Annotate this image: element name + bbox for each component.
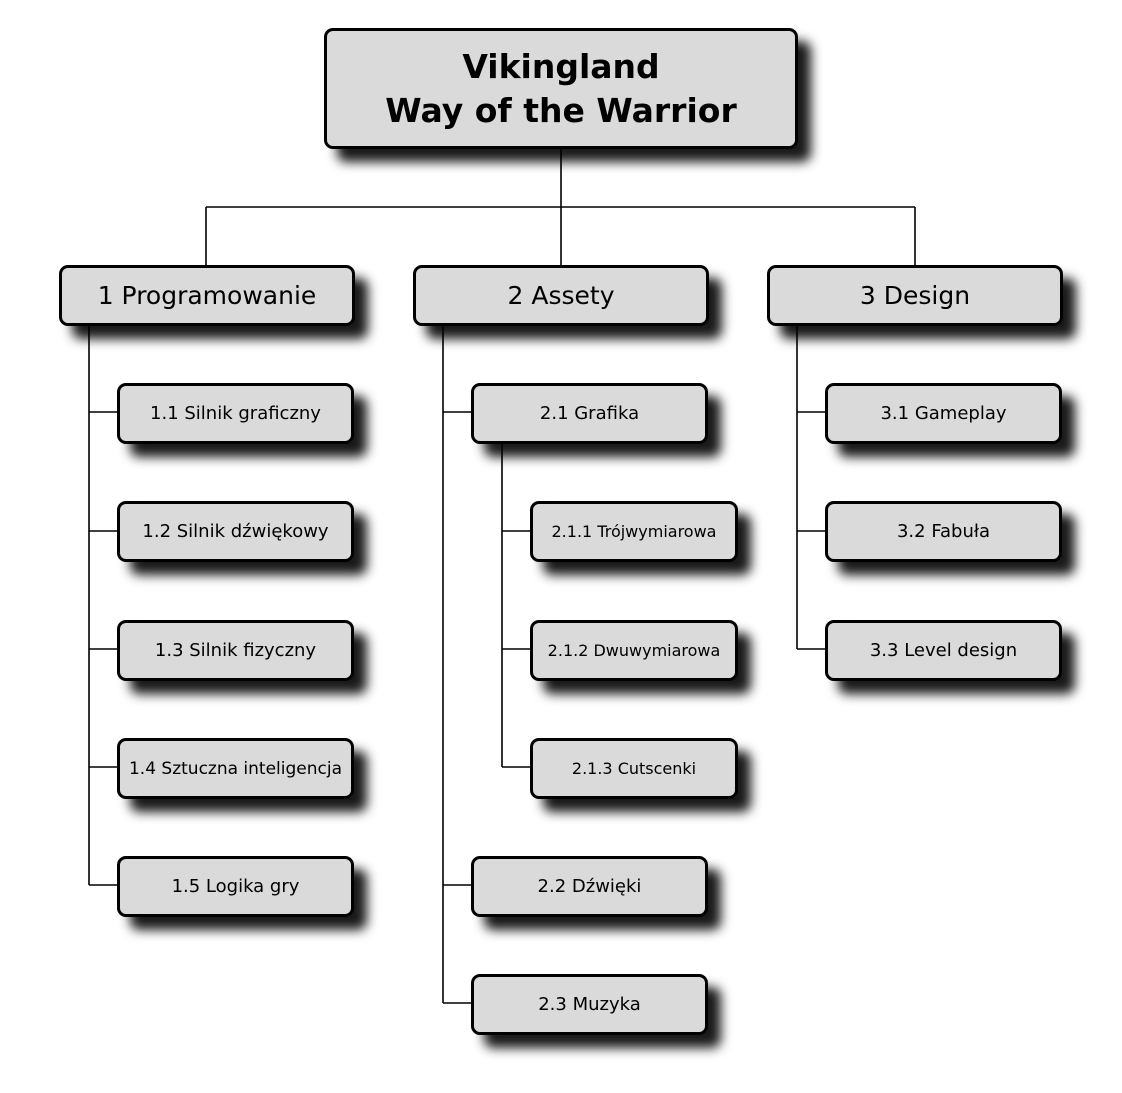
node-level-design: 3.3 Level design bbox=[825, 620, 1062, 681]
root-node: Vikingland Way of the Warrior bbox=[324, 28, 798, 149]
node-trojwymiarowa: 2.1.1 Trójwymiarowa bbox=[530, 501, 738, 562]
root-title-line2: Way of the Warrior bbox=[385, 90, 737, 130]
node-gameplay: 3.1 Gameplay bbox=[825, 383, 1062, 444]
node-fabula: 3.2 Fabuła bbox=[825, 501, 1062, 562]
root-title-line1: Vikingland bbox=[462, 46, 660, 86]
node-design: 3 Design bbox=[767, 265, 1063, 326]
node-logika-gry: 1.5 Logika gry bbox=[117, 856, 354, 917]
node-programowanie: 1 Programowanie bbox=[59, 265, 355, 326]
node-dwuwymiarowa: 2.1.2 Dwuwymiarowa bbox=[530, 620, 738, 681]
node-assety: 2 Assety bbox=[413, 265, 709, 326]
node-silnik-fizyczny: 1.3 Silnik fizyczny bbox=[117, 620, 354, 681]
node-cutscenki: 2.1.3 Cutscenki bbox=[530, 738, 738, 799]
node-silnik-dzwiekowy: 1.2 Silnik dźwiękowy bbox=[117, 501, 354, 562]
node-dzwieki: 2.2 Dźwięki bbox=[471, 856, 708, 917]
node-sztuczna-inteligencja: 1.4 Sztuczna inteligencja bbox=[117, 738, 354, 799]
node-silnik-graficzny: 1.1 Silnik graficzny bbox=[117, 383, 354, 444]
node-muzyka: 2.3 Muzyka bbox=[471, 974, 708, 1035]
node-grafika: 2.1 Grafika bbox=[471, 383, 708, 444]
